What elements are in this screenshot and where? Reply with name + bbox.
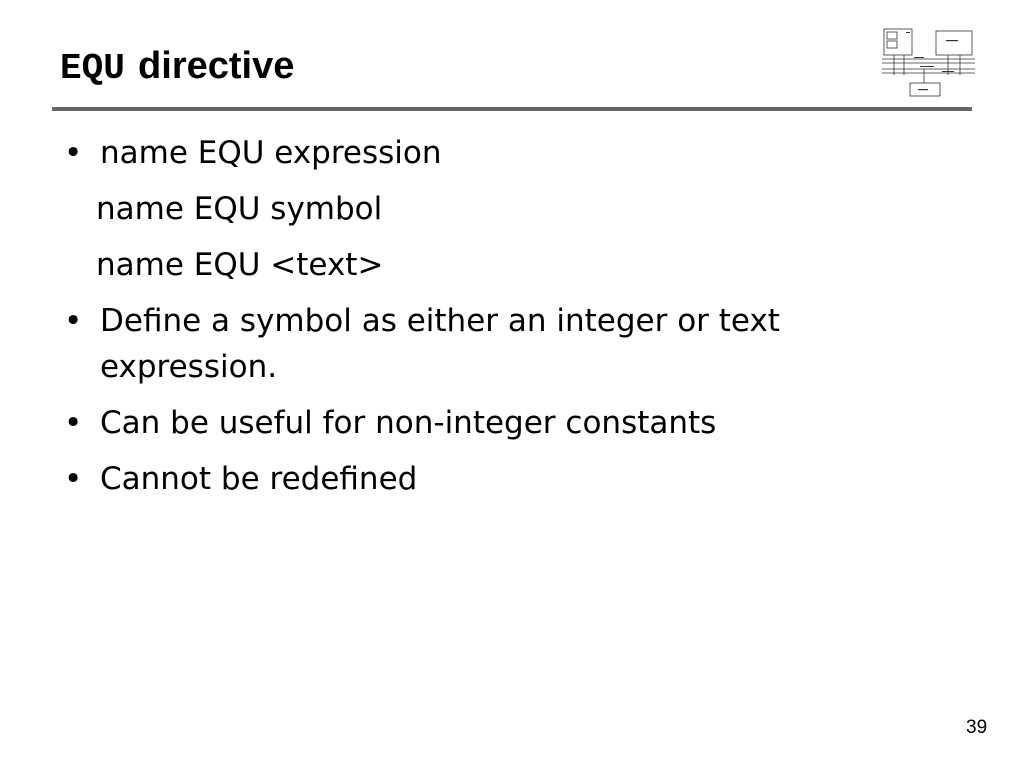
bullet-text: Define a symbol as either an integer or …	[100, 303, 780, 385]
title-text: directive	[138, 45, 295, 87]
bullet-text: Can be useful for non-integer constants	[100, 405, 717, 441]
slide-title: EQU directive	[60, 40, 294, 94]
bullet-item: • Can be useful for non-integer constant…	[64, 400, 964, 446]
bullet-text: name EQU expression	[100, 135, 442, 171]
bullet-marker: •	[64, 303, 83, 339]
title-code: EQU	[60, 48, 125, 89]
bullet-text: Cannot be redefined	[100, 461, 418, 497]
bullet-marker: •	[64, 135, 83, 171]
bullet-item: • Define a symbol as either an integer o…	[64, 298, 964, 390]
computer-architecture-diagram-icon	[882, 28, 975, 97]
bullet-item: • Cannot be redefined	[64, 456, 964, 502]
page-number: 39	[966, 717, 988, 738]
bullet-marker: •	[64, 405, 83, 441]
title-divider	[52, 107, 972, 111]
continuation-line: name EQU <text>	[64, 242, 964, 288]
bullet-item: • name EQU expression	[64, 130, 964, 176]
continuation-text: name EQU <text>	[96, 247, 384, 283]
continuation-line: name EQU symbol	[64, 186, 964, 232]
bullet-list: • name EQU expression name EQU symbol na…	[64, 130, 964, 512]
continuation-text: name EQU symbol	[96, 191, 383, 227]
bullet-marker: •	[64, 461, 83, 497]
